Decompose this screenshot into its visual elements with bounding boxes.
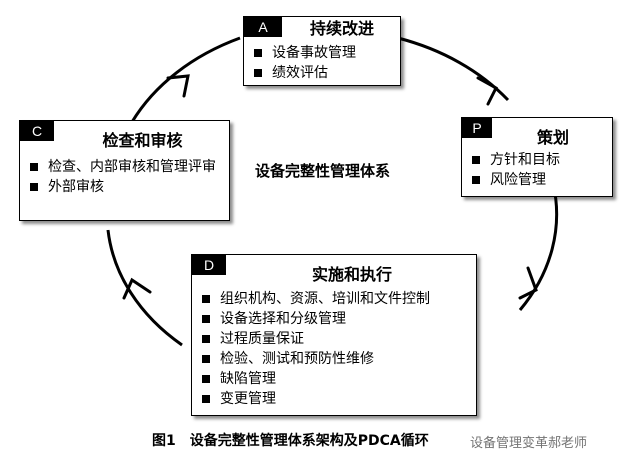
box-title-c: 检查和审核	[102, 131, 183, 150]
list-item: 变更管理	[198, 389, 430, 409]
list-item: 外部审核	[26, 177, 226, 197]
arc-p-to-d	[518, 182, 559, 311]
box-continuous-improvement: A 持续改进 设备事故管理 绩效评估	[243, 16, 401, 86]
arc-c-to-a	[130, 36, 241, 123]
box-items-c: 检查、内部审核和管理评审 外部审核	[26, 157, 226, 197]
arrowhead-to-a	[166, 74, 190, 98]
list-item: 风险管理	[468, 170, 560, 190]
list-item: 检查、内部审核和管理评审	[26, 157, 226, 177]
watermark-text: 设备管理变革郝老师	[470, 436, 588, 451]
arc-d-to-c	[106, 229, 183, 347]
figure-caption: 图1 设备完整性管理体系架构及PDCA循环	[152, 433, 429, 449]
arrowhead-to-p	[476, 76, 498, 106]
box-tag-c: C	[20, 121, 54, 141]
center-title: 设备完整性管理体系	[255, 162, 391, 180]
list-item: 组织机构、资源、培训和文件控制	[198, 289, 430, 309]
box-tag-a: A	[244, 17, 282, 37]
box-tag-d: D	[192, 255, 226, 275]
box-items-p: 方针和目标 风险管理	[468, 150, 560, 190]
list-item: 设备选择和分级管理	[198, 309, 430, 329]
list-item: 绩效评估	[250, 63, 356, 83]
list-item: 检验、测试和预防性维修	[198, 349, 430, 369]
arrowhead-to-c	[122, 277, 152, 300]
box-title-d: 实施和执行	[311, 265, 392, 284]
box-planning: P 策划 方针和目标 风险管理	[461, 117, 613, 197]
cycle-arrowheads	[122, 74, 538, 300]
box-implementation: D 实施和执行 组织机构、资源、培训和文件控制 设备选择和分级管理 过程质量保证…	[191, 254, 477, 416]
list-item: 方针和目标	[468, 150, 560, 170]
list-item: 设备事故管理	[250, 43, 356, 63]
box-title-a: 持续改进	[309, 19, 374, 38]
arrowhead-to-d	[518, 266, 538, 300]
box-check-audit: C 检查和审核 检查、内部审核和管理评审 外部审核	[19, 120, 230, 221]
box-items-a: 设备事故管理 绩效评估	[250, 43, 356, 83]
list-item: 缺陷管理	[198, 369, 430, 389]
list-item: 过程质量保证	[198, 329, 430, 349]
cycle-ring	[106, 36, 559, 347]
arc-a-to-p	[397, 36, 510, 102]
box-tag-p: P	[462, 118, 492, 138]
box-title-p: 策划	[536, 128, 569, 147]
box-items-d: 组织机构、资源、培训和文件控制 设备选择和分级管理 过程质量保证 检验、测试和预…	[198, 289, 430, 409]
